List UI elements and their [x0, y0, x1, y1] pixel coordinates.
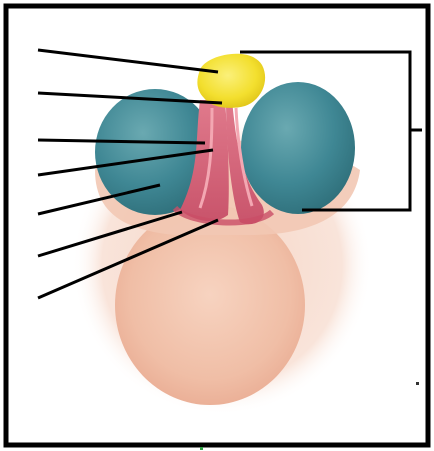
right-teal-lobe — [241, 82, 355, 214]
green-speck — [200, 447, 203, 450]
yellow-body — [197, 54, 265, 108]
speck-mark — [416, 382, 419, 385]
